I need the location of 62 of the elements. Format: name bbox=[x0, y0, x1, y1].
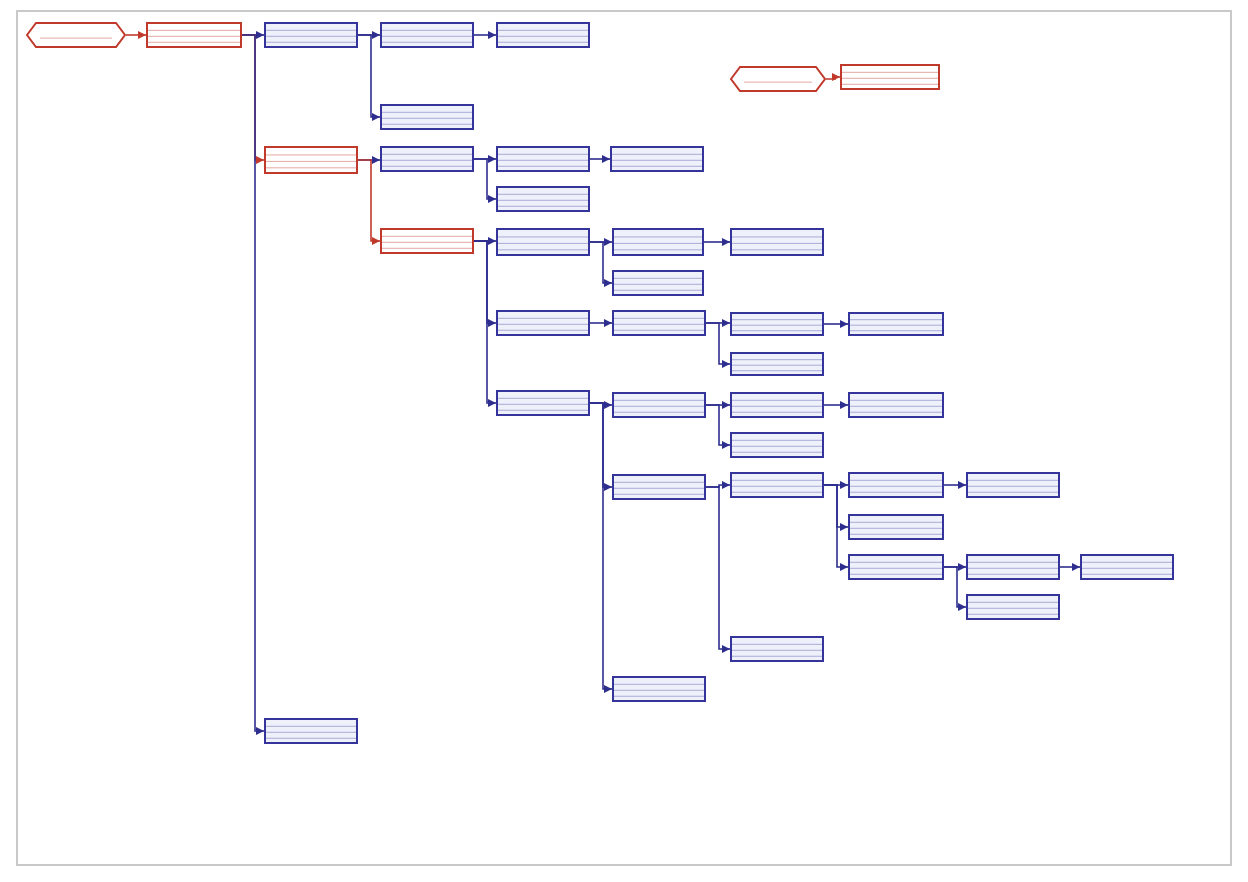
task-box bbox=[380, 104, 474, 130]
connector-arrow bbox=[823, 320, 849, 328]
task-box bbox=[612, 392, 706, 418]
connector-arrow bbox=[357, 159, 381, 245]
connector-arrow bbox=[823, 401, 849, 409]
task-box bbox=[496, 22, 590, 48]
connector-arrow bbox=[705, 404, 731, 449]
task-box bbox=[496, 186, 590, 212]
task-box bbox=[730, 352, 824, 376]
task-box bbox=[612, 270, 704, 296]
task-box bbox=[496, 146, 590, 172]
task-box bbox=[612, 228, 704, 256]
task-box bbox=[264, 146, 358, 174]
connector-arrow bbox=[473, 240, 497, 407]
connector-arrow bbox=[703, 238, 731, 246]
task-box bbox=[730, 432, 824, 458]
task-box bbox=[610, 146, 704, 172]
connector-arrow bbox=[241, 34, 265, 735]
connector-arrow bbox=[705, 322, 731, 368]
task-box bbox=[496, 390, 590, 416]
task-box bbox=[966, 554, 1060, 580]
connector-arrow bbox=[357, 34, 381, 121]
task-box bbox=[730, 472, 824, 498]
task-box bbox=[1080, 554, 1174, 580]
task-box bbox=[730, 392, 824, 418]
connector-arrow bbox=[589, 241, 613, 287]
connector-arrow bbox=[943, 566, 967, 611]
task-box bbox=[848, 554, 944, 580]
connector-arrow bbox=[125, 31, 147, 39]
task-box bbox=[730, 636, 824, 662]
connector-arrow bbox=[1059, 563, 1081, 571]
task-box bbox=[146, 22, 242, 48]
task-box bbox=[496, 228, 590, 256]
connector-arrow bbox=[473, 31, 497, 39]
task-box bbox=[848, 312, 944, 336]
task-box bbox=[380, 146, 474, 172]
task-box bbox=[848, 392, 944, 418]
summary-hexagon bbox=[26, 22, 126, 48]
task-box bbox=[380, 22, 474, 48]
task-box bbox=[966, 472, 1060, 498]
task-box bbox=[264, 718, 358, 744]
connector-arrow bbox=[943, 481, 967, 489]
connector-arrow bbox=[825, 73, 841, 81]
task-box bbox=[612, 474, 706, 500]
connector-arrow bbox=[589, 319, 613, 327]
task-box bbox=[380, 228, 474, 254]
task-box bbox=[496, 310, 590, 336]
connector-arrow bbox=[473, 158, 497, 203]
connector-arrow bbox=[705, 486, 731, 653]
task-box bbox=[730, 228, 824, 256]
task-box bbox=[966, 594, 1060, 620]
task-box bbox=[848, 514, 944, 540]
task-box bbox=[730, 312, 824, 336]
task-box bbox=[612, 310, 706, 336]
task-box bbox=[612, 676, 706, 702]
connector-arrow bbox=[589, 155, 611, 163]
task-box bbox=[848, 472, 944, 498]
connector-arrow bbox=[823, 484, 849, 571]
task-box bbox=[264, 22, 358, 48]
connector-arrow bbox=[589, 402, 613, 693]
task-box bbox=[840, 64, 940, 90]
summary-hexagon bbox=[730, 66, 826, 92]
